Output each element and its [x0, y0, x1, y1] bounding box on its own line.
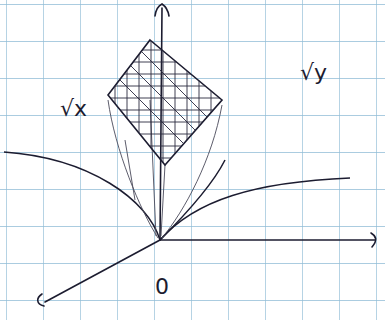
axis-label: 0 — [155, 276, 169, 298]
curves — [4, 152, 350, 240]
hatched-region — [100, 30, 240, 170]
axis-label: √x — [60, 98, 87, 120]
axes — [38, 4, 376, 306]
axis-label: √y — [300, 62, 327, 84]
